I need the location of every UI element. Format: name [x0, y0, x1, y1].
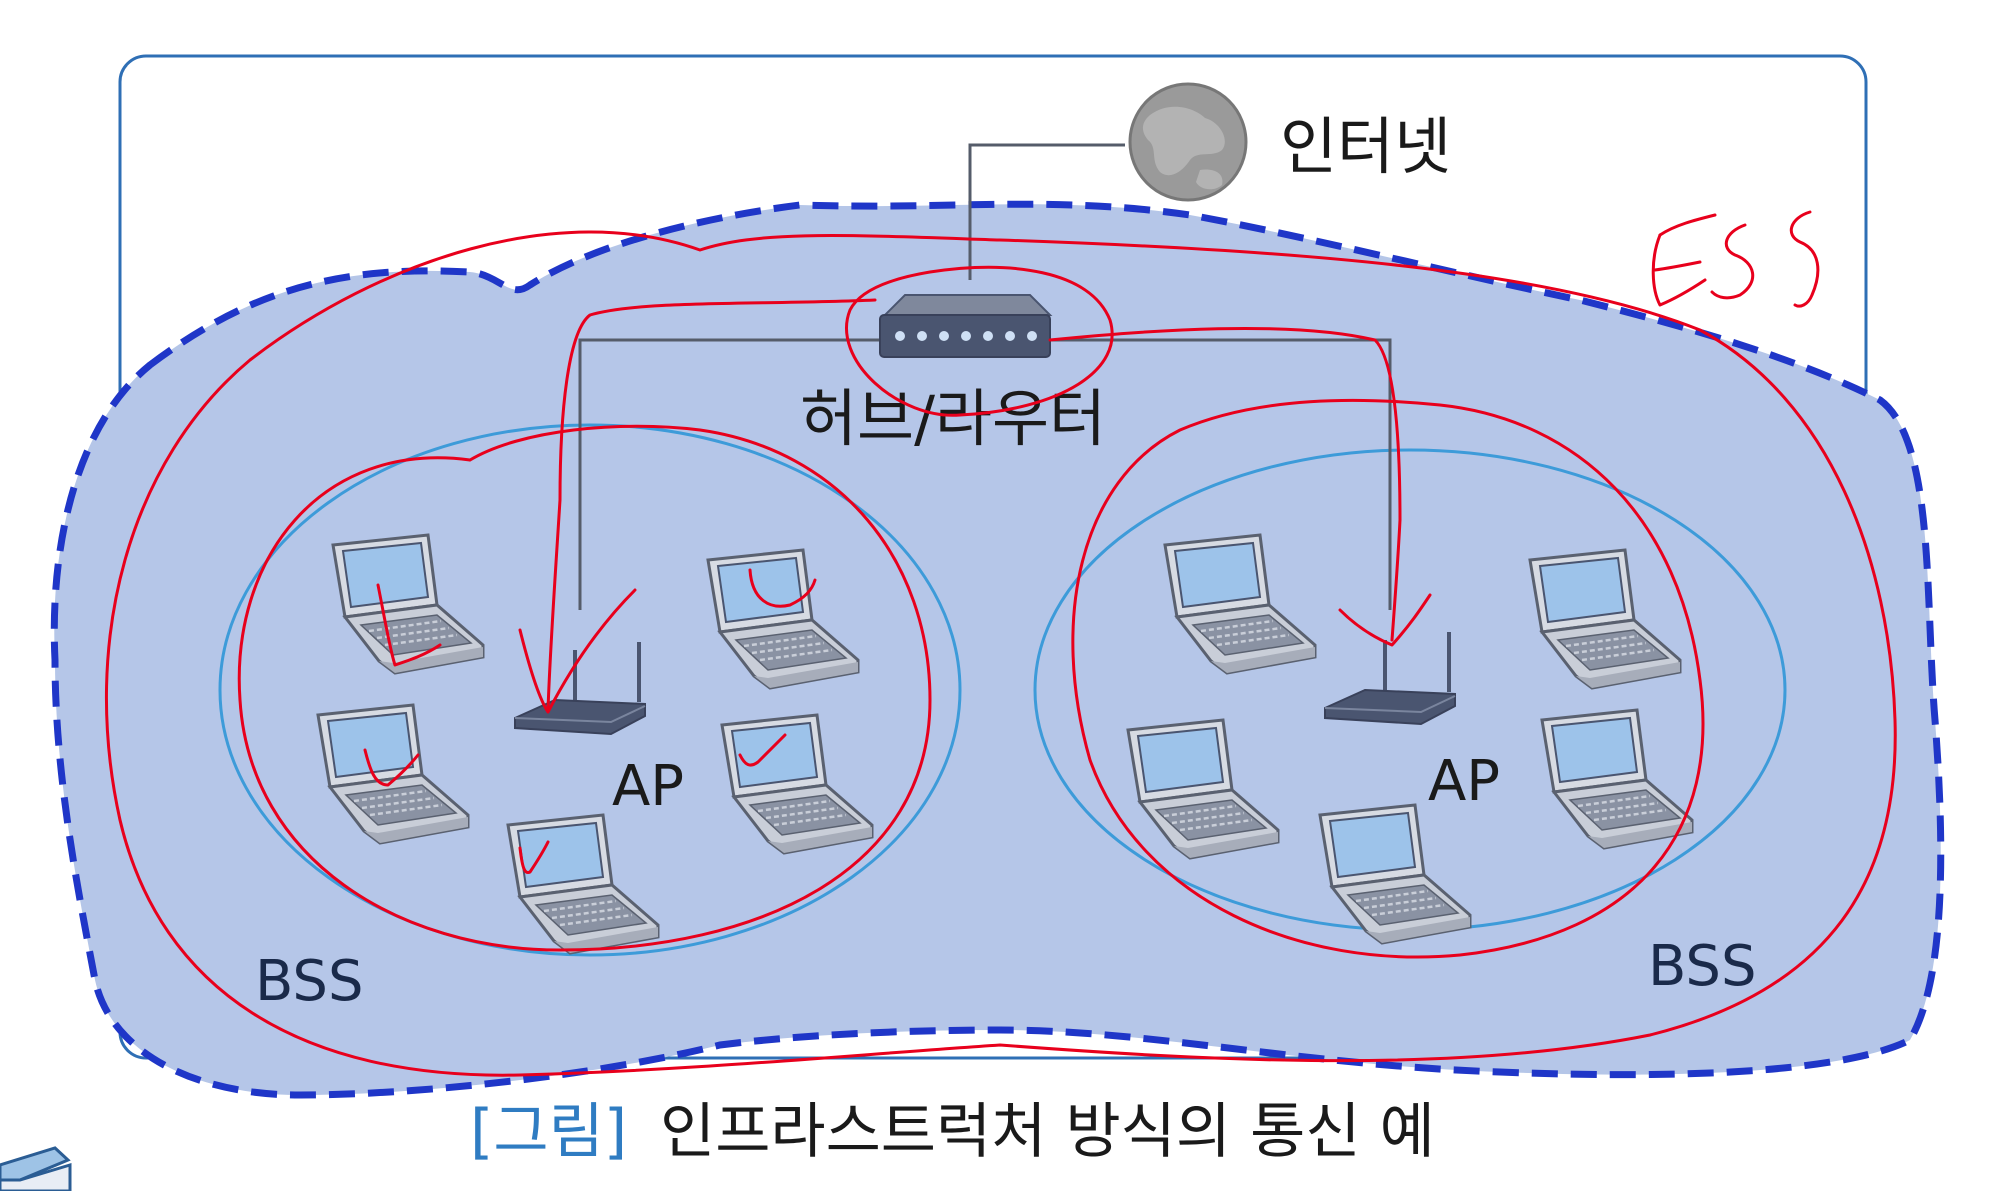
hub-router-label: 허브/라우터 — [800, 382, 1106, 455]
figure-caption-prefix: [그림] — [470, 1097, 627, 1167]
bss-label-right: BSS — [1648, 934, 1757, 999]
globe-icon — [1128, 82, 1248, 202]
internet-label: 인터넷 — [1280, 110, 1451, 183]
bss-ring-left — [218, 423, 962, 957]
red-annotations — [104, 210, 1897, 1077]
network-cables — [578, 143, 1392, 610]
figure-caption-text: 인프라스트럭처 방식의 통신 예 — [660, 1097, 1435, 1167]
ap-label-left: AP — [612, 754, 684, 819]
bss-label-left: BSS — [255, 949, 364, 1014]
ap-label-right: AP — [1428, 749, 1500, 814]
book-icon — [0, 1146, 72, 1193]
hub-router-icon — [879, 294, 1053, 358]
